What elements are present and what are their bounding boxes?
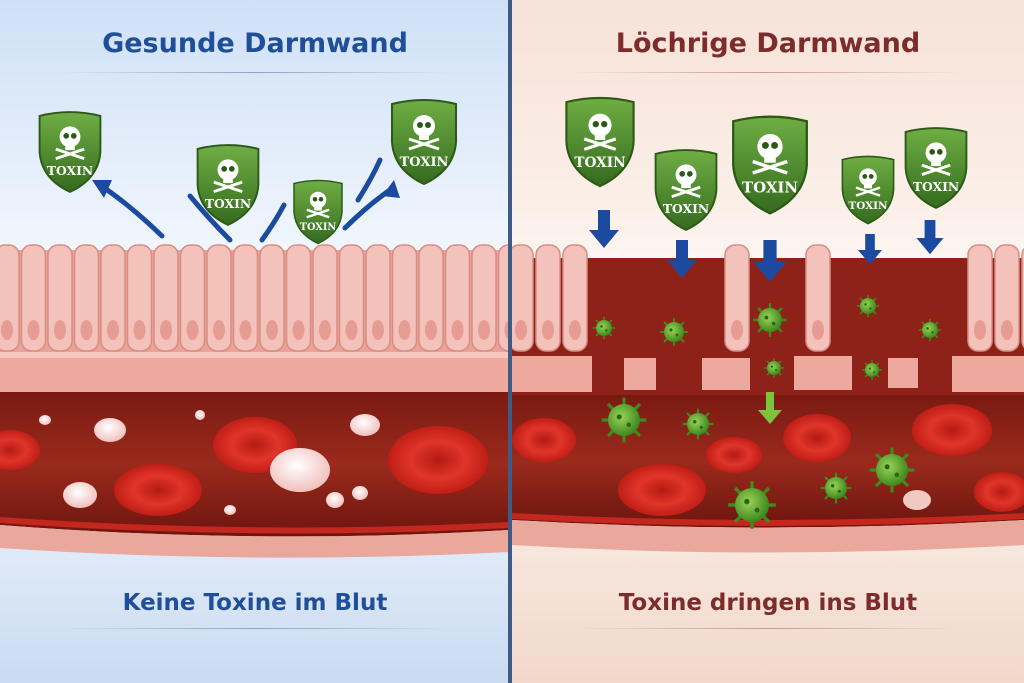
- red-blood-cell-icon: [706, 437, 762, 473]
- svg-text:TOXIN: TOXIN: [848, 200, 888, 212]
- toxin-shields: TOXIN TOXIN TOXIN TOXIN: [38, 98, 458, 245]
- toxin-shield-icon: TOXIN: [390, 98, 458, 186]
- svg-text:TOXIN: TOXIN: [400, 155, 449, 170]
- toxin-shield-icon: TOXIN: [564, 96, 636, 188]
- svg-text:TOXIN: TOXIN: [742, 179, 798, 197]
- svg-text:TOXIN: TOXIN: [205, 196, 251, 211]
- toxin-shield-icon: TOXIN: [292, 179, 344, 245]
- bacteria-icon: [599, 396, 649, 444]
- arrow-icon: [259, 202, 287, 243]
- healthy-gut-scene: TOXIN TOXIN TOXIN TOXIN: [0, 98, 510, 558]
- bacteria-icon: [867, 446, 917, 494]
- toxin-shield-icon: TOXIN: [731, 114, 809, 216]
- svg-text:TOXIN: TOXIN: [300, 222, 337, 233]
- svg-text:TOXIN: TOXIN: [913, 179, 959, 194]
- white-blood-cells: [39, 410, 380, 515]
- red-blood-cell-icon: [0, 430, 40, 470]
- healthy-title: Gesunde Darmwand: [102, 28, 408, 59]
- toxin-shield-icon: TOXIN: [841, 155, 895, 225]
- submucosa-layer: [0, 352, 510, 392]
- red-blood-cells: [0, 417, 488, 516]
- healthy-caption: Keine Toxine im Blut: [122, 590, 388, 616]
- svg-text:TOXIN: TOXIN: [574, 155, 625, 171]
- red-blood-cell-icon: [512, 418, 576, 462]
- caption-rule: [572, 628, 962, 629]
- svg-text:TOXIN: TOXIN: [47, 163, 93, 178]
- damaged-epithelium: [512, 244, 1024, 352]
- panel-divider: [508, 0, 512, 683]
- arrow-icon: [187, 193, 233, 243]
- bacteria-icon: [659, 317, 689, 347]
- leaky-title: Löchrige Darmwand: [615, 28, 921, 59]
- svg-text:TOXIN: TOXIN: [663, 201, 709, 216]
- red-blood-cells: [512, 404, 1024, 516]
- title-rule: [60, 72, 450, 73]
- bacteria-icon: [819, 471, 853, 505]
- bacteria-icon: [726, 479, 778, 531]
- bacteria-icon: [591, 315, 617, 341]
- toxin-shield-icon: TOXIN: [38, 110, 102, 194]
- damaged-submucosa: [512, 356, 1024, 392]
- bacteria-icon: [855, 293, 881, 319]
- arrow-icon: [589, 210, 619, 248]
- toxin-shield-icon: TOXIN: [654, 148, 718, 232]
- bacteria-icon: [681, 407, 715, 441]
- red-blood-cell-icon: [618, 464, 706, 516]
- toxin-shields: TOXIN TOXIN TOXIN TOXIN TOXIN: [564, 96, 968, 232]
- arrow-icon: [355, 157, 383, 203]
- arrow-icon: [916, 220, 944, 255]
- red-blood-cell-icon: [912, 404, 992, 456]
- bacteria-icon: [763, 357, 785, 379]
- intact-epithelium: [0, 244, 510, 352]
- red-blood-cell-icon: [974, 472, 1024, 512]
- healthy-gut-panel: Gesunde Darmwand: [0, 0, 510, 683]
- leaky-gut-scene: TOXIN TOXIN TOXIN TOXIN TOXIN: [512, 96, 1024, 553]
- bacteria-icon: [861, 359, 883, 381]
- arrow-icon: [758, 392, 782, 424]
- red-blood-cell-icon: [783, 414, 851, 462]
- toxin-shield-icon: TOXIN: [904, 126, 968, 210]
- leaky-caption: Toxine dringen ins Blut: [618, 590, 918, 616]
- bacteria-icon: [917, 317, 943, 343]
- leaky-gut-panel: Löchrige Darmwand: [512, 0, 1024, 683]
- caption-rule: [60, 628, 450, 629]
- vessel-wall: [0, 525, 510, 558]
- toxin-shield-icon: TOXIN: [196, 143, 260, 227]
- vessel-wall: [512, 520, 1024, 553]
- red-blood-cell-icon: [114, 464, 202, 516]
- red-blood-cell-icon: [388, 426, 488, 494]
- title-rule: [572, 72, 962, 73]
- bacteria-icon: [752, 302, 788, 338]
- arrow-icon: [97, 182, 165, 239]
